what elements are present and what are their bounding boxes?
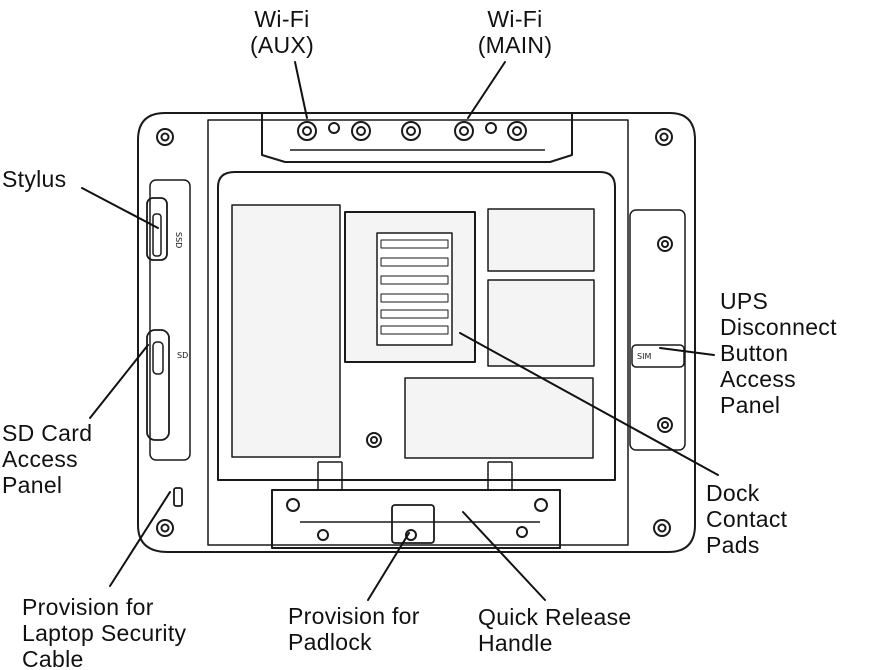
label-dock: Dock Contact Pads — [706, 480, 788, 558]
dock-contact-pads — [380, 239, 449, 335]
leader-padlock — [367, 532, 410, 601]
device-body-outline — [137, 112, 696, 553]
label-sd-card: SD Card Access Panel — [2, 420, 93, 498]
stylus-slot — [146, 197, 168, 261]
sd-card-panel — [146, 329, 170, 441]
laptop-security-slot — [173, 487, 183, 507]
leader-dock — [459, 332, 719, 476]
sim-marking: SIM — [637, 352, 651, 361]
padlock-provision — [391, 504, 435, 544]
label-padlock: Provision for Padlock — [288, 603, 420, 655]
ups-panel — [631, 344, 685, 368]
sd-marking: SD — [177, 351, 188, 360]
device-frame — [207, 119, 629, 546]
antenna-connectors — [297, 121, 527, 141]
leader-stylus — [81, 187, 159, 229]
screws — [156, 128, 673, 541]
label-laptop-cable: Provision for Laptop Security Cable — [22, 594, 187, 670]
label-wifi-main: Wi-Fi (MAIN) — [477, 6, 553, 58]
leader-wifi-main — [467, 61, 506, 119]
leader-quick-release — [462, 511, 546, 601]
leader-ups — [659, 347, 715, 356]
quick-release-handle — [271, 489, 561, 549]
label-stylus: Stylus — [2, 166, 67, 192]
right-rail — [629, 209, 686, 451]
antenna-bar — [261, 112, 573, 163]
label-quick-release: Quick Release Handle — [478, 604, 632, 656]
left-rail — [149, 179, 191, 461]
label-wifi-aux: Wi-Fi (AUX) — [249, 6, 315, 58]
ssd-marking: SSD — [174, 232, 183, 248]
label-ups: UPS Disconnect Button Access Panel — [720, 288, 837, 418]
leader-wifi-aux — [294, 61, 308, 119]
leader-laptop-cable — [109, 491, 171, 587]
leader-sd-card — [89, 344, 149, 419]
leader-lines — [81, 61, 719, 601]
back-panel — [217, 171, 616, 481]
